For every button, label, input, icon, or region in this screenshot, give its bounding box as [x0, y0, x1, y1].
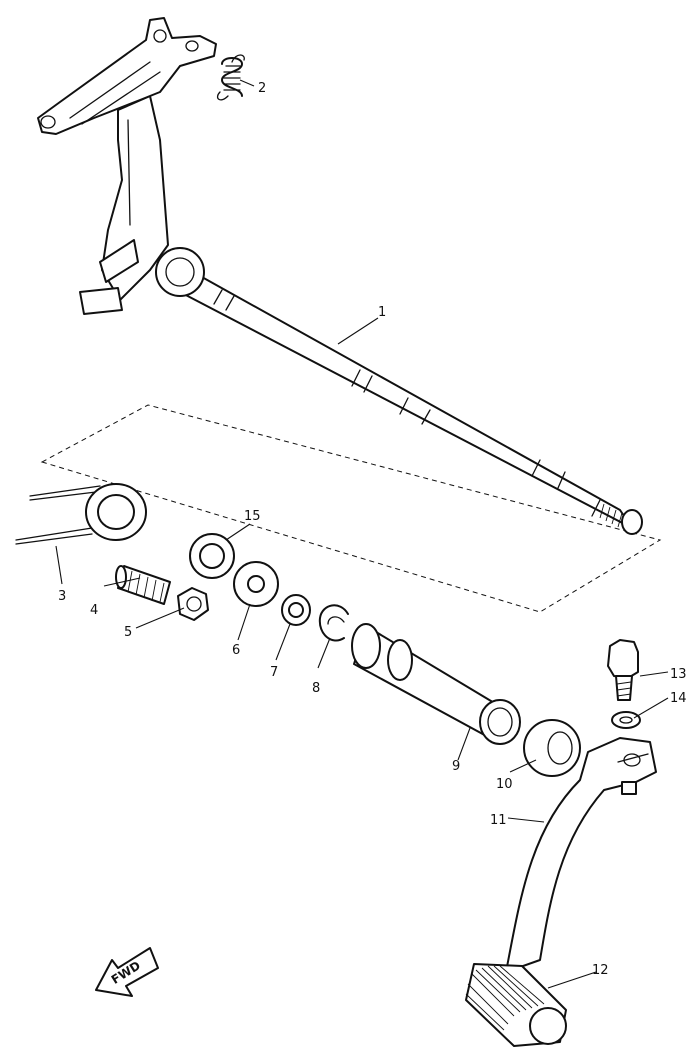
part-14-lock-washer	[611, 711, 641, 729]
part-1-shift-shaft	[37, 17, 643, 535]
part-15-oil-seal	[189, 533, 235, 579]
leader-lines	[55, 79, 669, 989]
part-7-washer	[281, 594, 311, 626]
assembly-outline	[40, 404, 662, 613]
callout-10: 10	[496, 777, 513, 792]
callout-13: 13	[670, 667, 687, 682]
part-10-washer	[523, 719, 581, 777]
callout-11: 11	[490, 813, 507, 828]
callout-5: 5	[124, 625, 132, 640]
callout-labels: 1 2 3 4 5 6 7 8 9 10 11 12 13 14 15	[58, 81, 687, 978]
part-5-nut	[177, 587, 209, 621]
callout-9: 9	[452, 759, 460, 774]
callout-4: 4	[90, 603, 98, 618]
part-4-stopper-bolt	[115, 565, 171, 605]
callout-7: 7	[270, 665, 278, 680]
callout-6: 6	[232, 643, 240, 658]
part-6-washer	[233, 561, 279, 607]
callout-15: 15	[244, 509, 261, 524]
callout-1: 1	[378, 305, 386, 320]
part-12-pedal-rubber	[465, 963, 567, 1047]
fwd-arrow-icon: FWD	[95, 947, 159, 997]
part-2-spring	[216, 54, 245, 101]
part-8-circlip	[318, 604, 349, 642]
callout-12: 12	[592, 963, 609, 978]
part-11-shift-pedal	[505, 737, 657, 973]
callout-2: 2	[258, 81, 266, 96]
callout-3: 3	[58, 589, 66, 604]
part-3-return-spring	[15, 483, 147, 545]
callout-8: 8	[312, 681, 320, 696]
part-13-bolt	[607, 639, 639, 701]
callout-14: 14	[670, 691, 687, 706]
part-9-collar	[351, 623, 521, 745]
